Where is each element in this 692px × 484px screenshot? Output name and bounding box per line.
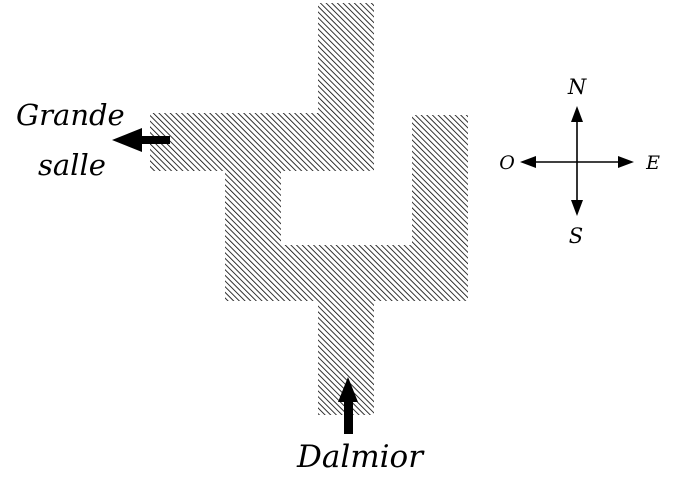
compass-east-label: E [645,152,660,174]
label-dalmior: Dalmior [296,439,425,475]
compass-north-label: N [567,75,587,99]
corridor-inner-west-leg [225,169,281,249]
compass-arrow-south [571,200,583,216]
compass-arrow-west [520,156,536,168]
corridor-west-arm [150,113,374,171]
compass-arrow-north [571,106,583,122]
label-salle: salle [38,148,106,182]
entrance-south-arrow [338,377,358,434]
label-grande: Grande [16,98,125,132]
corridor-north-stem [318,3,374,115]
corridor-east-leg [412,115,468,247]
exit-west-arrow [112,128,170,152]
corridor-floor [150,3,468,415]
compass-west-label: O [499,152,515,174]
corridor-south-bar [225,245,468,301]
compass-south-label: S [569,224,583,248]
compass-arrow-east [618,156,634,168]
compass-rose: N S O E [499,75,660,248]
